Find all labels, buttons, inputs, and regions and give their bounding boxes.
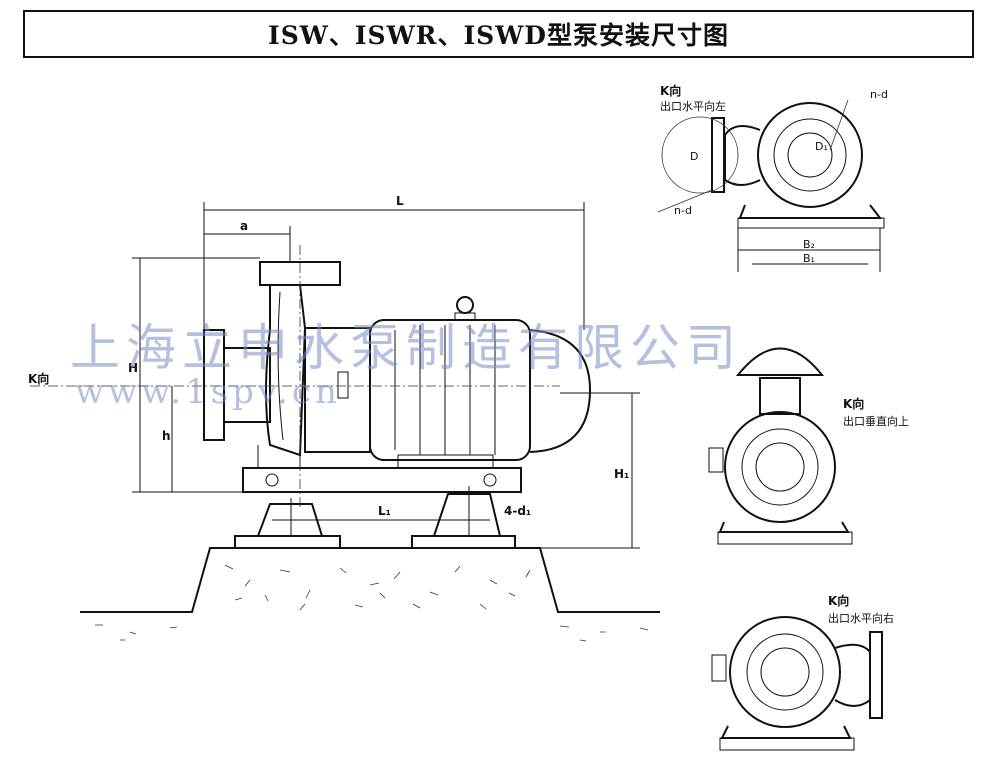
foundation-texture <box>95 564 649 642</box>
view1-label: K向 <box>660 83 681 98</box>
view2-label: K向 <box>843 396 864 411</box>
view1-casing <box>757 102 863 208</box>
pedestal-left-base <box>234 535 341 548</box>
label-L1: L₁ <box>378 504 391 518</box>
label-k-direction: K向 <box>28 371 49 386</box>
watermark-url: www.1spv.cn <box>75 372 341 412</box>
label-H1: H₁ <box>614 467 629 481</box>
view1-outlet <box>724 125 761 186</box>
view1-flange <box>711 117 725 193</box>
label-h: h <box>162 429 171 443</box>
bolt-hole-left <box>265 473 279 487</box>
view3-drain <box>711 654 727 682</box>
pump-bracket <box>304 327 371 453</box>
view2-casing <box>724 411 836 523</box>
pedestal-right-base <box>411 535 516 548</box>
label-holes: 4-d₁ <box>504 504 531 518</box>
view-outlet-up: K向 出口垂直向上 <box>708 347 909 545</box>
motor-fins <box>394 325 496 455</box>
view2-drain <box>708 447 724 473</box>
pedestal-left <box>256 503 324 537</box>
motor-fan-cover <box>529 329 592 453</box>
main-side-view: L a H h H₁ L₁ 4-d₁ K向 <box>28 194 660 642</box>
page-title: ISW、ISWR、ISWD型泵安装尺寸图 <box>268 21 729 50</box>
view3-flange <box>869 631 883 719</box>
watermark-company: 上海立申水泵制造有限公司 <box>70 319 742 377</box>
view2-caption: 出口垂直向上 <box>843 414 909 428</box>
view1-dim-nd-left: n-d <box>674 204 692 217</box>
label-H: H <box>128 361 138 375</box>
discharge-flange <box>259 261 341 286</box>
foundation-outline <box>80 547 660 613</box>
title-box: ISW、ISWR、ISWD型泵安装尺寸图 <box>23 10 974 58</box>
view1-dim-B1: B₁ <box>803 252 815 265</box>
view1-dim-D: D <box>690 150 698 163</box>
suction-pipe <box>223 347 271 423</box>
bolt-hole-right <box>483 473 497 487</box>
view3-caption: 出口水平向右 <box>828 611 894 625</box>
view2-top-flange <box>735 347 825 376</box>
view1-dim-B2: B₂ <box>803 238 815 251</box>
label-a: a <box>240 219 248 233</box>
motor-feet <box>397 454 494 469</box>
view-outlet-right: K向 出口水平向右 <box>711 593 894 751</box>
label-L: L <box>396 194 404 208</box>
view1-dim-nd-top: n-d <box>870 88 888 101</box>
base-plate <box>242 467 522 493</box>
view3-casing <box>729 616 841 728</box>
view3-label: K向 <box>828 593 849 608</box>
pedestal-right <box>432 493 502 537</box>
view1-caption: 出口水平向左 <box>660 99 726 113</box>
view2-feet <box>718 521 850 533</box>
view-outlet-left: K向 出口水平向左 n-d n-d D D₁ B₂ B₁ <box>657 83 888 272</box>
view1-dim-D1: D₁ <box>815 140 828 153</box>
view2-outlet <box>759 377 801 415</box>
